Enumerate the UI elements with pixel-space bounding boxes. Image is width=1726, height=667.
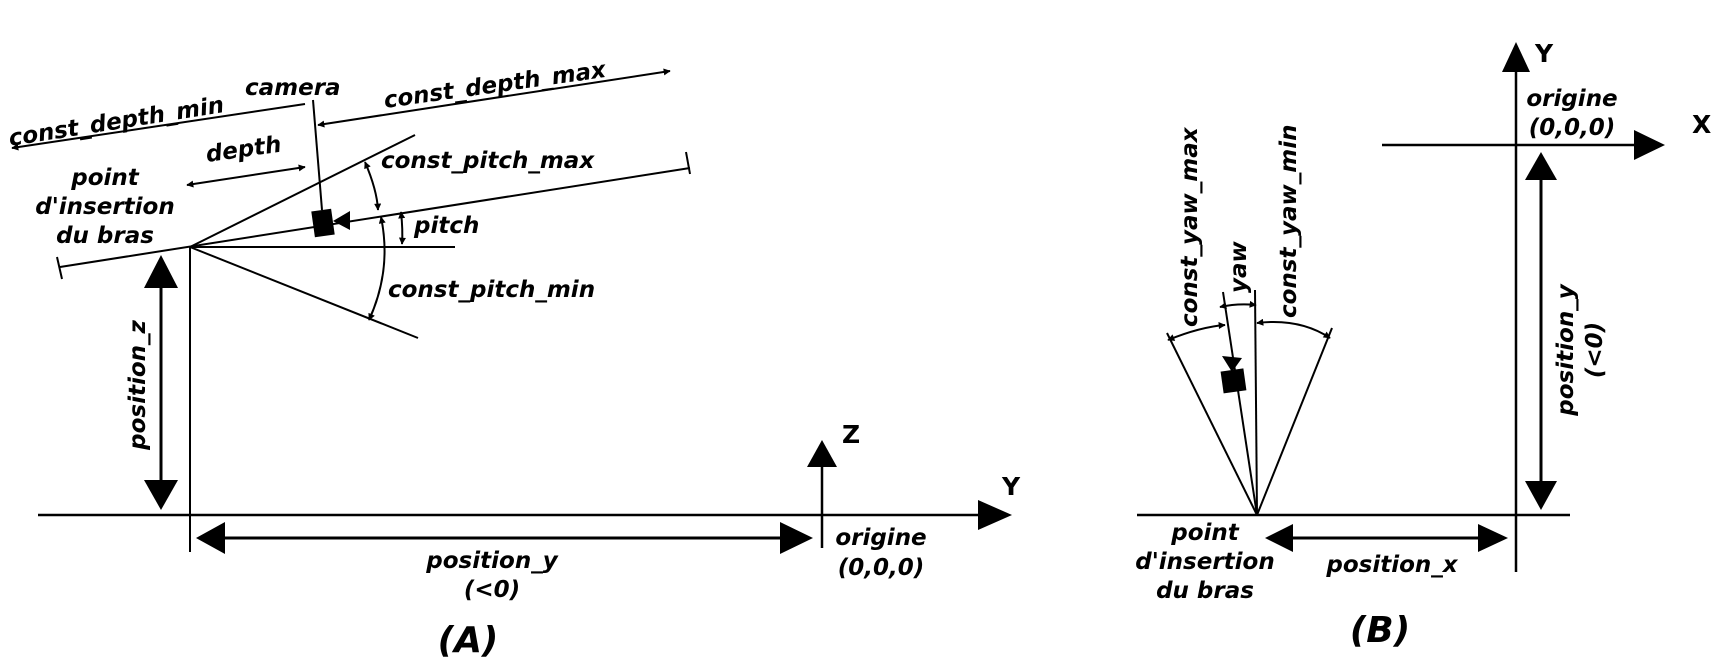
label-position-y-a: position_y bbox=[425, 548, 558, 574]
label-const-pitch-min: const_pitch_min bbox=[388, 277, 595, 303]
label-origin-coords-a: (0,0,0) bbox=[838, 555, 925, 581]
label-insertion-b-line2: d'insertion bbox=[1135, 549, 1274, 575]
label-const-depth-max: const_depth_max bbox=[382, 57, 608, 114]
label-position-x: position_x bbox=[1325, 552, 1458, 578]
label-origin-a: origine bbox=[835, 525, 926, 551]
label-const-depth-min: const_depth_min bbox=[7, 92, 226, 152]
position-x-arrow-left bbox=[1265, 524, 1293, 552]
pitch-max-arc bbox=[364, 161, 382, 211]
camera-icon bbox=[311, 208, 350, 238]
label-position-z: position_z bbox=[125, 319, 151, 450]
pitch-min-bound bbox=[189, 246, 419, 339]
camera-pointer bbox=[312, 99, 323, 211]
label-depth: depth bbox=[204, 132, 283, 168]
position-y-arrow-left bbox=[196, 522, 225, 554]
yaw-max-arc bbox=[1167, 322, 1226, 341]
camera-direction-line bbox=[1222, 291, 1258, 516]
panel-a-labels: camera const_depth_min const_depth_max d… bbox=[7, 57, 1021, 661]
panel-a bbox=[11, 68, 1012, 554]
position-y-arrow-right bbox=[780, 522, 813, 554]
label-axis-z: Z bbox=[842, 420, 860, 449]
yaw-max-bound bbox=[1166, 332, 1258, 516]
yaw-min-bound bbox=[1256, 327, 1333, 516]
pitch-arc bbox=[398, 211, 406, 245]
axis-y-arrow-b bbox=[1502, 42, 1530, 72]
label-axis-y-b: Y bbox=[1534, 39, 1554, 68]
pitch-max-bound bbox=[189, 134, 416, 248]
caption-a: (A) bbox=[438, 620, 499, 661]
depth-arrow bbox=[186, 164, 306, 188]
yaw-center-line bbox=[1254, 289, 1258, 516]
label-yaw: yaw bbox=[1226, 240, 1252, 293]
const-depth-max-arrow bbox=[317, 68, 671, 128]
arm-end-tick-right bbox=[685, 151, 691, 175]
panel-b bbox=[1137, 42, 1665, 572]
label-insertion-b-line3: du bras bbox=[1156, 578, 1254, 604]
label-insertion-line2: d'insertion bbox=[35, 194, 174, 220]
label-axis-y-a: Y bbox=[1001, 472, 1021, 501]
label-insertion-b-line1: point bbox=[1170, 520, 1240, 546]
yaw-min-arc bbox=[1256, 318, 1331, 339]
position-x-arrow-right bbox=[1478, 524, 1508, 552]
label-position-y-b: position_y bbox=[1553, 283, 1579, 416]
caption-b: (B) bbox=[1350, 610, 1410, 651]
label-position-y-note-b: (<0) bbox=[1582, 322, 1608, 378]
label-const-pitch-max: const_pitch_max bbox=[381, 148, 595, 174]
label-insertion-line3: du bras bbox=[56, 223, 154, 249]
label-origin-b: origine bbox=[1526, 86, 1617, 112]
yaw-arc bbox=[1219, 300, 1257, 310]
label-insertion-line1: point bbox=[70, 165, 140, 191]
label-const-yaw-max: const_yaw_max bbox=[1177, 126, 1203, 327]
position-y-arrow-b-top bbox=[1525, 152, 1557, 180]
position-z-arrow-bottom bbox=[144, 480, 178, 510]
axis-y-arrow-a bbox=[978, 500, 1012, 530]
axis-x-arrow bbox=[1634, 130, 1665, 160]
label-pitch: pitch bbox=[413, 213, 479, 239]
position-y-arrow-b-bottom bbox=[1525, 481, 1557, 510]
arm-end-tick-left bbox=[56, 256, 63, 280]
const-depth-min-arrow bbox=[11, 103, 306, 151]
camera-icon-b bbox=[1220, 356, 1247, 394]
label-axis-x: X bbox=[1692, 110, 1711, 139]
label-origin-coords-b: (0,0,0) bbox=[1529, 115, 1616, 141]
origin-z-arrow bbox=[807, 440, 837, 467]
pitch-min-arc bbox=[368, 216, 386, 321]
panel-b-labels: const_yaw_max yaw const_yaw_min point d'… bbox=[1135, 39, 1711, 651]
position-z-arrow-top bbox=[144, 255, 178, 288]
label-const-yaw-min: const_yaw_min bbox=[1276, 125, 1302, 318]
label-camera: camera bbox=[245, 75, 341, 101]
label-position-y-note-a: (<0) bbox=[464, 577, 520, 603]
